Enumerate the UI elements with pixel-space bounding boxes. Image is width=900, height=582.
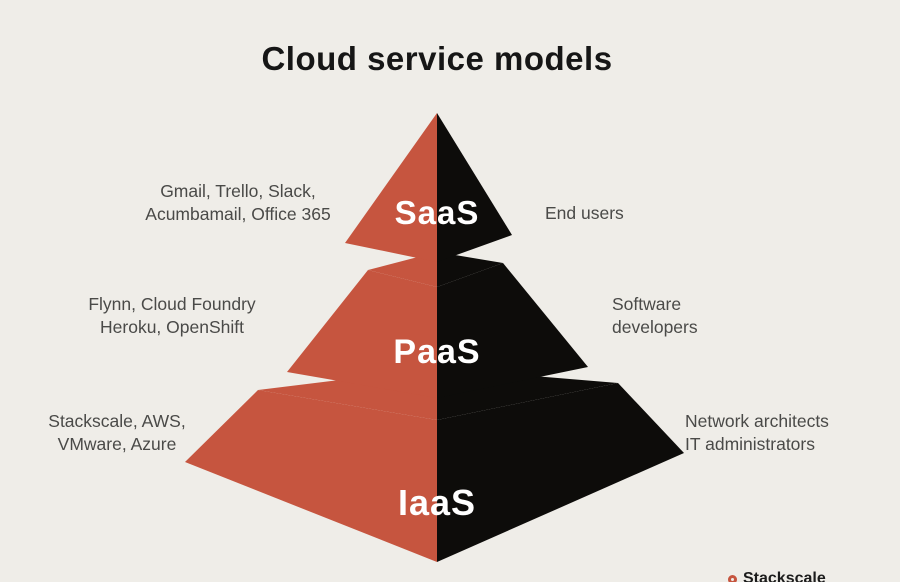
saas-tier-label: SaaS bbox=[394, 194, 480, 231]
stackscale-logo: Stackscale bbox=[728, 570, 826, 582]
label-line: Network architects bbox=[685, 411, 829, 431]
saas-examples-label: Gmail, Trello, Slack, Acumbamail, Office… bbox=[145, 180, 330, 226]
iaas-left-face bbox=[185, 390, 437, 562]
label-line: Stackscale, AWS, bbox=[48, 411, 186, 431]
paas-top-left-face bbox=[368, 252, 437, 287]
label-line: End users bbox=[545, 203, 624, 223]
logo-dot-icon bbox=[728, 574, 737, 582]
logo-wordmark: Stackscale bbox=[743, 570, 826, 582]
paas-top-right-face bbox=[437, 252, 503, 287]
label-line: Acumbamail, Office 365 bbox=[145, 204, 331, 224]
label-line: Flynn, Cloud Foundry bbox=[88, 294, 256, 314]
paas-tier-label: PaaS bbox=[393, 333, 481, 371]
label-line: Software bbox=[612, 294, 682, 314]
label-line: developers bbox=[612, 317, 698, 337]
paas-left-face bbox=[287, 270, 437, 398]
label-line: IT administrators bbox=[685, 434, 815, 454]
paas-right-face bbox=[437, 263, 588, 398]
saas-right-face bbox=[437, 113, 512, 262]
label-line: VMware, Azure bbox=[57, 434, 177, 454]
saas-users-label: End users bbox=[545, 202, 624, 225]
page-title: Cloud service models bbox=[261, 40, 613, 77]
label-line: Heroku, OpenShift bbox=[100, 317, 244, 337]
paas-examples-label: Flynn, Cloud Foundry Heroku, OpenShift bbox=[88, 293, 255, 339]
iaas-examples-label: Stackscale, AWS, VMware, Azure bbox=[48, 410, 185, 456]
iaas-users-label: Network architects IT administrators bbox=[685, 410, 829, 456]
paas-users-label: Software developers bbox=[612, 293, 698, 339]
saas-left-face bbox=[345, 113, 437, 262]
iaas-right-face bbox=[437, 383, 684, 562]
iaas-tier-label: IaaS bbox=[397, 482, 477, 523]
label-line: Gmail, Trello, Slack, bbox=[160, 181, 316, 201]
